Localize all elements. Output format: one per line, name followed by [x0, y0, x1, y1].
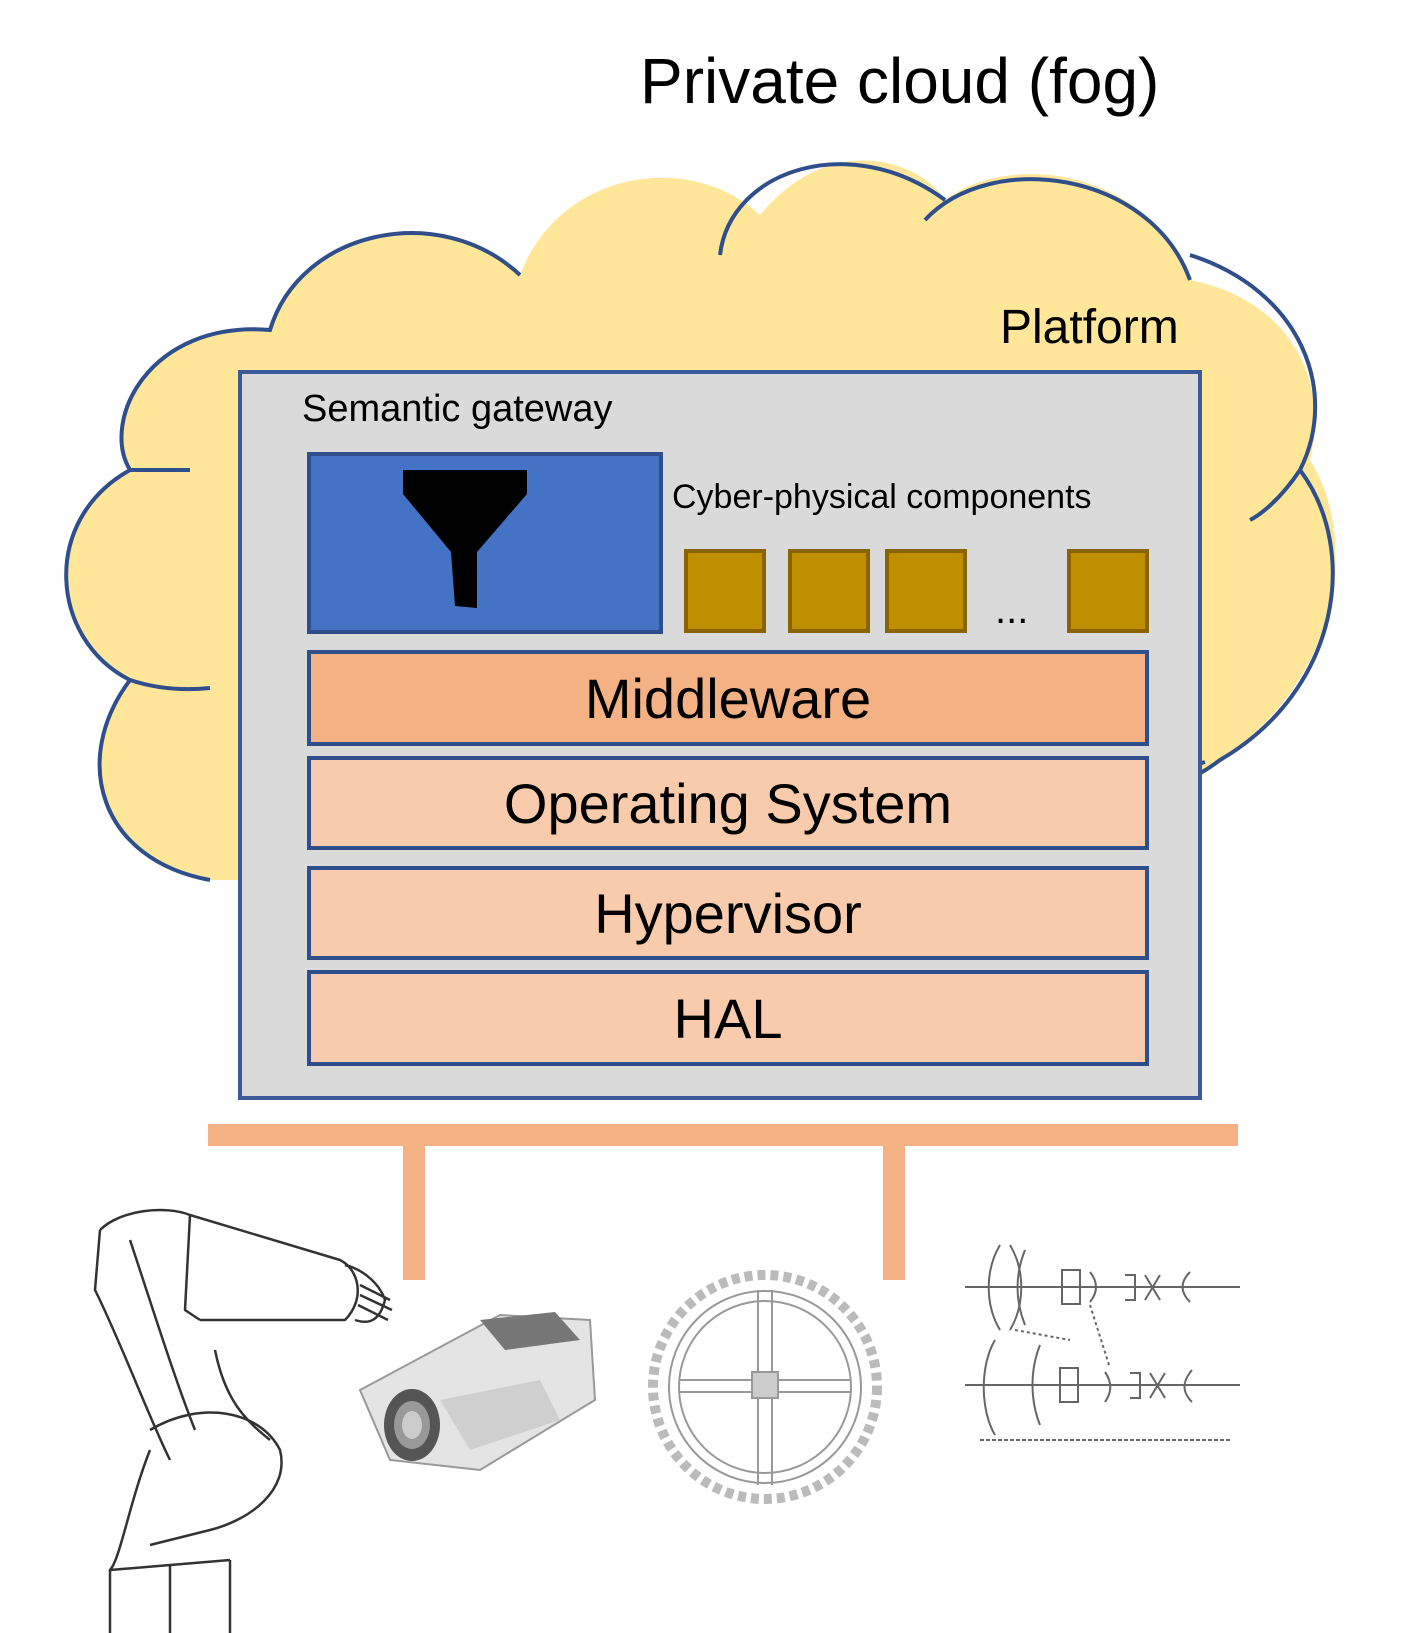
semantic-gateway-box — [307, 452, 663, 634]
diagram-title: Private cloud (fog) — [640, 45, 1160, 117]
bus-drop-line — [403, 1146, 425, 1280]
cyber-physical-components-label: Cyber-physical components — [672, 478, 1092, 516]
component-square — [788, 549, 870, 633]
platform-label: Platform — [1000, 301, 1179, 354]
semantic-gateway-label: Semantic gateway — [302, 388, 613, 430]
gear-wheel-icon — [648, 1270, 882, 1504]
optical-lens-schematic-icon — [965, 1244, 1240, 1441]
funnel-filter-icon — [403, 470, 527, 608]
layer-operating-system: Operating System — [307, 756, 1149, 850]
bus-drop-line — [883, 1146, 905, 1280]
component-square — [885, 549, 967, 633]
physical-devices — [93, 1208, 1240, 1633]
components-ellipsis: ... — [995, 588, 1029, 632]
security-camera-icon — [358, 1312, 597, 1472]
component-square — [684, 549, 766, 633]
layer-hypervisor: Hypervisor — [307, 866, 1149, 960]
layer-middleware: Middleware — [307, 650, 1149, 746]
layer-hal: HAL — [307, 970, 1149, 1066]
connection-bus — [208, 1124, 1238, 1146]
robot-arm-icon — [93, 1208, 393, 1633]
component-square — [1067, 549, 1149, 633]
